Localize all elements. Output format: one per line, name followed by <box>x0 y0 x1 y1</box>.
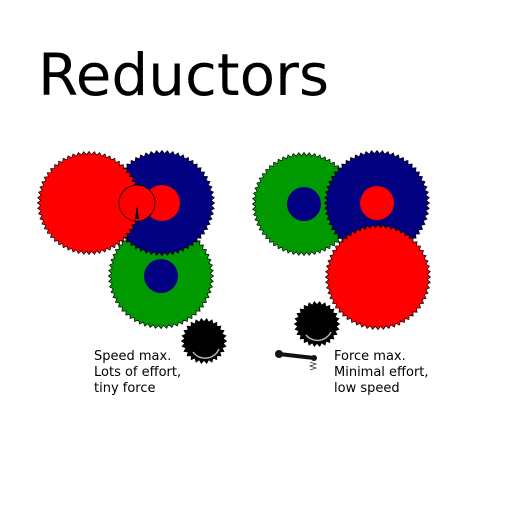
pointer-icon <box>135 205 139 219</box>
left-red-gear-hub <box>118 184 156 222</box>
right-black-gear-outline <box>293 300 341 348</box>
crank-arm <box>277 352 316 360</box>
spring-icon <box>308 361 318 371</box>
right-green-gear <box>251 151 357 257</box>
left-green-gear-hub <box>144 259 178 293</box>
crank-pivot <box>311 355 317 361</box>
speed-caption-line-2: Lots of effort, <box>94 365 182 380</box>
speed-caption-line-3: tiny force <box>94 381 156 396</box>
force-caption-line-2: Minimal effort, <box>334 365 429 380</box>
crank-knob <box>275 350 283 358</box>
speed-caption: Speed max. Lots of effort, tiny force <box>94 349 181 397</box>
speed-caption-line-1: Speed max. <box>94 349 172 364</box>
left-black-gear-outline <box>180 317 228 365</box>
right-green-gear-hub <box>287 187 321 221</box>
right-navy-gear-hub <box>360 186 394 220</box>
right-navy-gear <box>323 149 431 257</box>
force-reductor <box>251 149 432 371</box>
crank-handle-icon[interactable] <box>275 350 317 361</box>
force-caption-line-3: low speed <box>334 381 400 396</box>
left-red-gear-outline <box>36 150 142 256</box>
force-caption: Force max. Minimal effort, low speed <box>334 349 429 397</box>
right-black-gear <box>293 300 341 348</box>
page-title: Reductors <box>38 41 330 109</box>
speed-reductor <box>36 149 228 365</box>
right-black-gear-highlight <box>305 331 332 342</box>
left-red-gear <box>36 150 156 256</box>
right-red-gear-outline <box>324 223 432 331</box>
force-caption-line-1: Force max. <box>334 349 406 364</box>
left-black-gear-highlight <box>192 348 220 359</box>
right-red-gear <box>324 223 432 331</box>
left-black-gear <box>180 317 228 365</box>
